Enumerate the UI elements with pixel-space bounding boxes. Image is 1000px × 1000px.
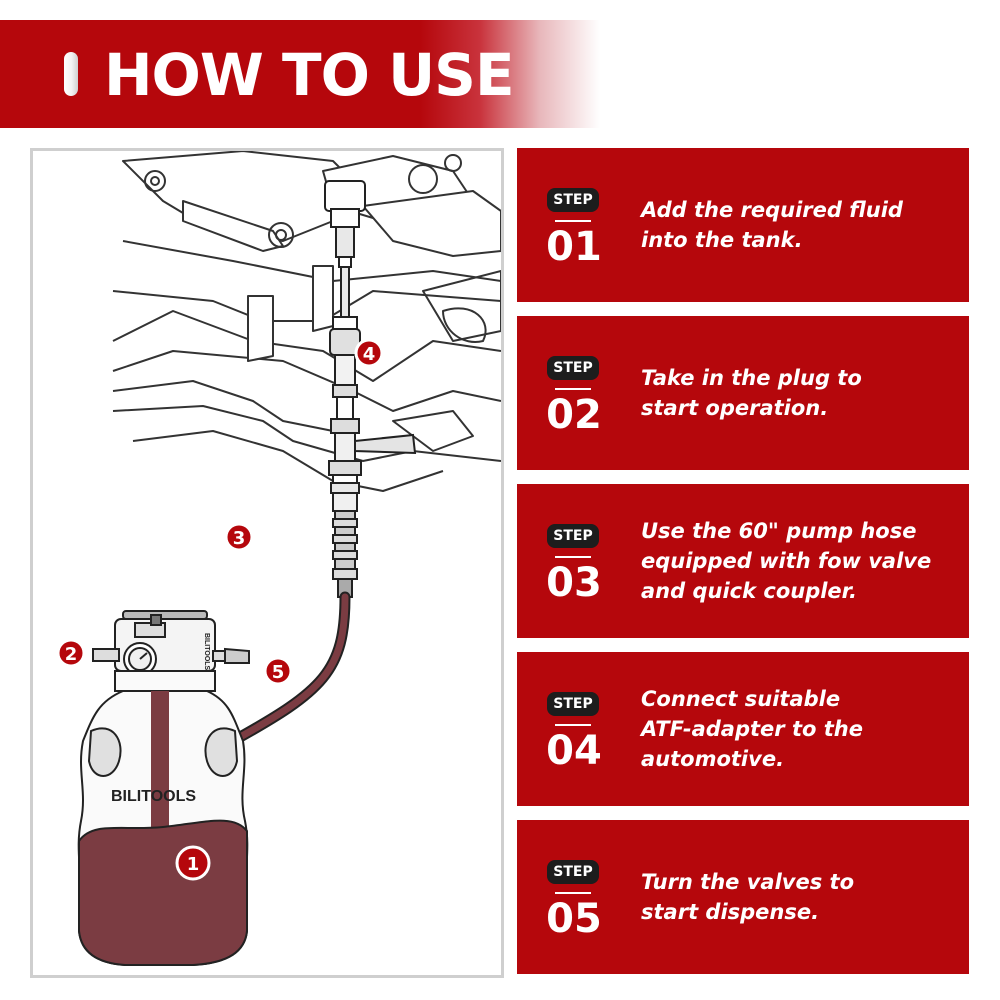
tank-brand-label: BILITOOLS [111,788,196,805]
step-number: 05 [546,896,602,942]
step-line: and quick coupler. [641,579,858,603]
step-line: Connect suitable [641,687,841,711]
step-divider [555,220,591,222]
step-badge: STEP [547,188,599,212]
step-line: Turn the valves to [641,870,854,894]
step-number: 01 [546,224,602,270]
svg-text:2: 2 [65,644,78,665]
step-number: 04 [546,728,602,774]
step-card-05: STEP 05 Turn the valves to start dispens… [517,820,969,974]
flow-valve [328,432,417,494]
quick-coupler [332,492,358,598]
atf-adapter [324,180,366,434]
header-banner [0,20,1000,128]
step-badge: STEP [547,524,599,548]
callout-3: 3 [224,522,254,552]
step-line: ATF-adapter to the [641,717,863,741]
fluid-tank [77,690,249,966]
pump-usage-illustration: BILITOOLS BILITOOLS 1 2 3 4 5 [56,151,501,966]
step-line: start dispense. [641,900,820,924]
step-number: 02 [546,392,602,438]
step-line: start operation. [641,396,829,420]
step-badge: STEP [547,356,599,380]
callout-1: 1 [175,845,211,881]
step-card-04: STEP 04 Connect suitable ATF-adapter to … [517,652,969,806]
header-accent-bar [64,52,78,96]
callout-4: 4 [354,338,384,368]
step-line: automotive. [641,747,785,771]
step-divider [555,556,591,558]
step-description: Turn the valves to start dispense. [641,820,959,974]
step-description: Take in the plug to start operation. [641,316,959,470]
step-badge: STEP [547,860,599,884]
step-number: 03 [546,560,602,606]
step-line: Take in the plug to [641,366,862,390]
step-divider [555,388,591,390]
callout-5: 5 [263,656,293,686]
step-badge: STEP [547,692,599,716]
svg-text:1: 1 [187,854,200,875]
step-description: Add the required fluid into the tank. [641,148,959,302]
callout-2: 2 [56,638,86,668]
svg-text:4: 4 [363,344,376,365]
svg-text:5: 5 [272,662,285,683]
step-divider [555,724,591,726]
step-line: Add the required fluid [641,198,903,222]
page-title: HOW TO USE [104,41,515,109]
illustration-panel: BILITOOLS BILITOOLS 1 2 3 4 5 [30,148,504,978]
pump-head [92,610,250,692]
step-description: Use the 60" pump hose equipped with fow … [641,484,959,638]
step-divider [555,892,591,894]
step-description: Connect suitable ATF-adapter to the auto… [641,652,959,806]
step-line: Use the 60" pump hose [641,519,917,543]
svg-text:3: 3 [233,528,246,549]
step-card-01: STEP 01 Add the required fluid into the … [517,148,969,302]
pump-brand-label: BILITOOLS [203,633,210,671]
step-line: equipped with fow valve [641,549,932,573]
step-line: into the tank. [641,228,803,252]
step-card-02: STEP 02 Take in the plug to start operat… [517,316,969,470]
step-card-03: STEP 03 Use the 60" pump hose equipped w… [517,484,969,638]
car-underbody-drawing [112,151,501,492]
